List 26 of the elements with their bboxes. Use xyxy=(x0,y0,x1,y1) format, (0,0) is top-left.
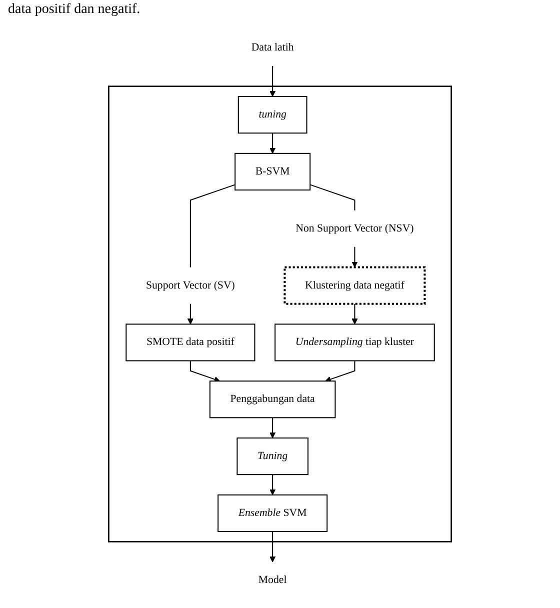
connector xyxy=(190,184,236,268)
arrow xyxy=(325,360,356,382)
arrow xyxy=(352,304,358,324)
node-box: tuning xyxy=(238,96,308,134)
connector xyxy=(310,184,356,210)
node-box: Ensemble SVM xyxy=(218,494,328,532)
node-text: Non Support Vector (NSV) xyxy=(296,222,414,234)
node-box: Undersampling tiap kluster xyxy=(274,324,435,362)
cluster xyxy=(108,86,452,542)
node-box: Tuning xyxy=(236,437,308,476)
node-box: B-SVM xyxy=(234,152,311,191)
node-box: Klustering data negatif xyxy=(284,266,426,305)
arrow xyxy=(187,304,194,324)
node-box: SMOTE data positif xyxy=(126,324,256,362)
arrow xyxy=(190,360,220,382)
node-text: Data latih xyxy=(251,42,294,54)
node-box: Penggabungan data xyxy=(209,380,336,418)
arrow xyxy=(270,532,276,562)
node-text: Support Vector (SV) xyxy=(146,279,235,291)
note-text: data positif dan negatif. xyxy=(8,2,140,17)
node-text: Model xyxy=(258,574,287,586)
arrow xyxy=(270,66,276,97)
arrow xyxy=(270,133,276,154)
arrow xyxy=(270,474,276,496)
arrow xyxy=(270,418,276,438)
arrow xyxy=(352,246,358,268)
